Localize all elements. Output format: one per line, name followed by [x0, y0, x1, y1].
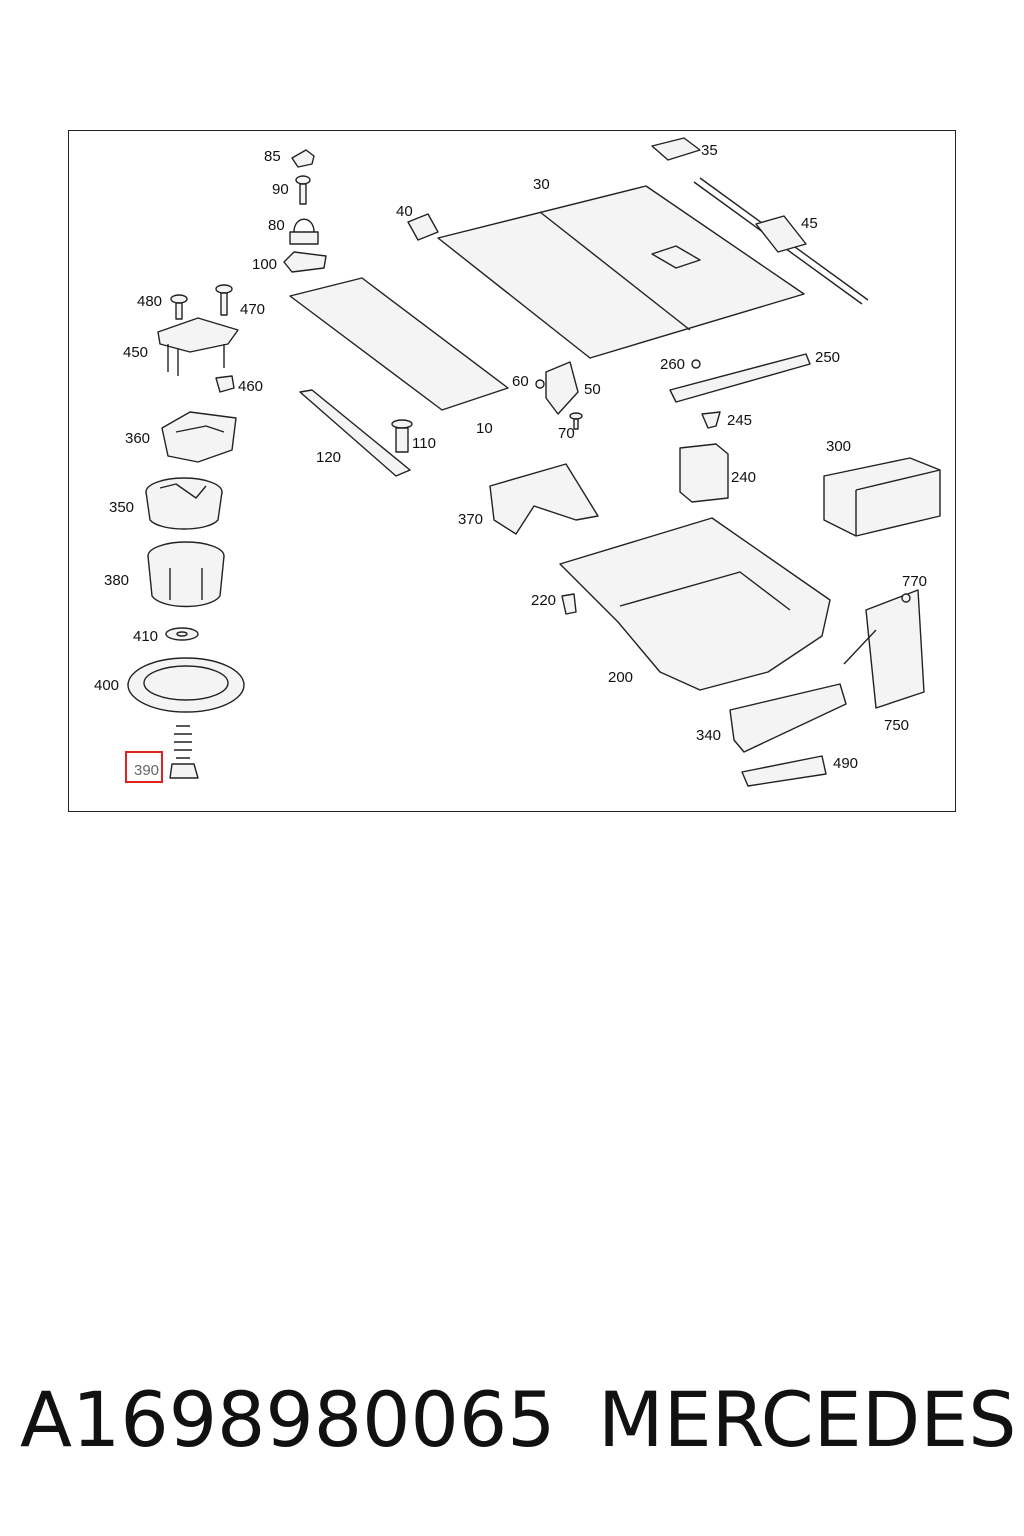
callout-70: 70	[558, 425, 575, 442]
part-380-shape	[147, 541, 225, 608]
callout-390: 390	[134, 762, 159, 779]
part-220-shape	[561, 593, 577, 615]
part-480-shape	[170, 294, 188, 320]
part-45-shape	[693, 177, 869, 305]
callout-770: 770	[902, 573, 927, 590]
callout-380: 380	[104, 572, 129, 589]
part-80-shape	[289, 218, 319, 245]
callout-45: 45	[801, 215, 818, 232]
part-90-shape	[295, 175, 311, 205]
callout-60: 60	[512, 373, 529, 390]
part-400-shape	[127, 657, 245, 713]
part-390-shape	[169, 725, 199, 779]
part-750-shape	[843, 589, 925, 709]
callout-110: 110	[412, 435, 436, 452]
part-200-shape	[559, 517, 831, 691]
part-460-shape	[215, 375, 235, 393]
part-240-shape	[679, 443, 729, 503]
callout-245: 245	[727, 412, 752, 429]
callout-100: 100	[252, 256, 277, 273]
part-340-shape	[729, 683, 847, 753]
callout-480: 480	[137, 293, 162, 310]
part-470-shape	[215, 284, 233, 316]
callout-220: 220	[531, 592, 556, 609]
callout-410: 410	[133, 628, 158, 645]
callout-490: 490	[833, 755, 858, 772]
part-120-shape	[299, 389, 411, 477]
callout-340: 340	[696, 727, 721, 744]
part-245-shape	[701, 411, 721, 429]
callout-360: 360	[125, 430, 150, 447]
part-490-shape	[741, 755, 827, 787]
callout-250: 250	[815, 349, 840, 366]
callout-35: 35	[701, 142, 718, 159]
callout-450: 450	[123, 344, 148, 361]
callout-10: 10	[476, 420, 493, 437]
callout-240: 240	[731, 469, 756, 486]
callout-50: 50	[584, 381, 601, 398]
callout-120: 120	[316, 449, 341, 466]
part-110-shape	[391, 419, 413, 453]
part-410-shape	[165, 627, 199, 641]
callout-200: 200	[608, 669, 633, 686]
part-10-shape	[289, 277, 509, 411]
part-30-shape	[437, 185, 805, 359]
callout-470: 470	[240, 301, 265, 318]
callout-400: 400	[94, 677, 119, 694]
callout-750: 750	[884, 717, 909, 734]
part-85-shape	[291, 149, 315, 168]
part-number: A1698980065	[20, 1375, 556, 1464]
callout-80: 80	[268, 217, 285, 234]
callout-460: 460	[238, 378, 263, 395]
part-40-shape	[407, 213, 439, 241]
part-300-shape	[823, 457, 941, 537]
callout-30: 30	[533, 176, 550, 193]
part-100-shape	[283, 251, 327, 273]
callout-40: 40	[396, 203, 413, 220]
callout-370: 370	[458, 511, 483, 528]
callout-90: 90	[272, 181, 289, 198]
part-35-shape	[651, 137, 701, 161]
part-370-shape	[489, 463, 599, 535]
callout-85: 85	[264, 148, 281, 165]
part-70-shape	[569, 412, 583, 430]
part-250-shape	[669, 353, 811, 403]
brand-name: MERCEDES	[598, 1375, 1017, 1464]
part-50-shape	[535, 361, 579, 415]
callout-260: 260	[660, 356, 685, 373]
highlight-box-390	[125, 751, 163, 783]
part-350-shape	[145, 477, 223, 530]
callout-300: 300	[826, 438, 851, 455]
part-360-shape	[161, 411, 237, 463]
part-450-shape	[157, 317, 239, 376]
callout-350: 350	[109, 499, 134, 516]
